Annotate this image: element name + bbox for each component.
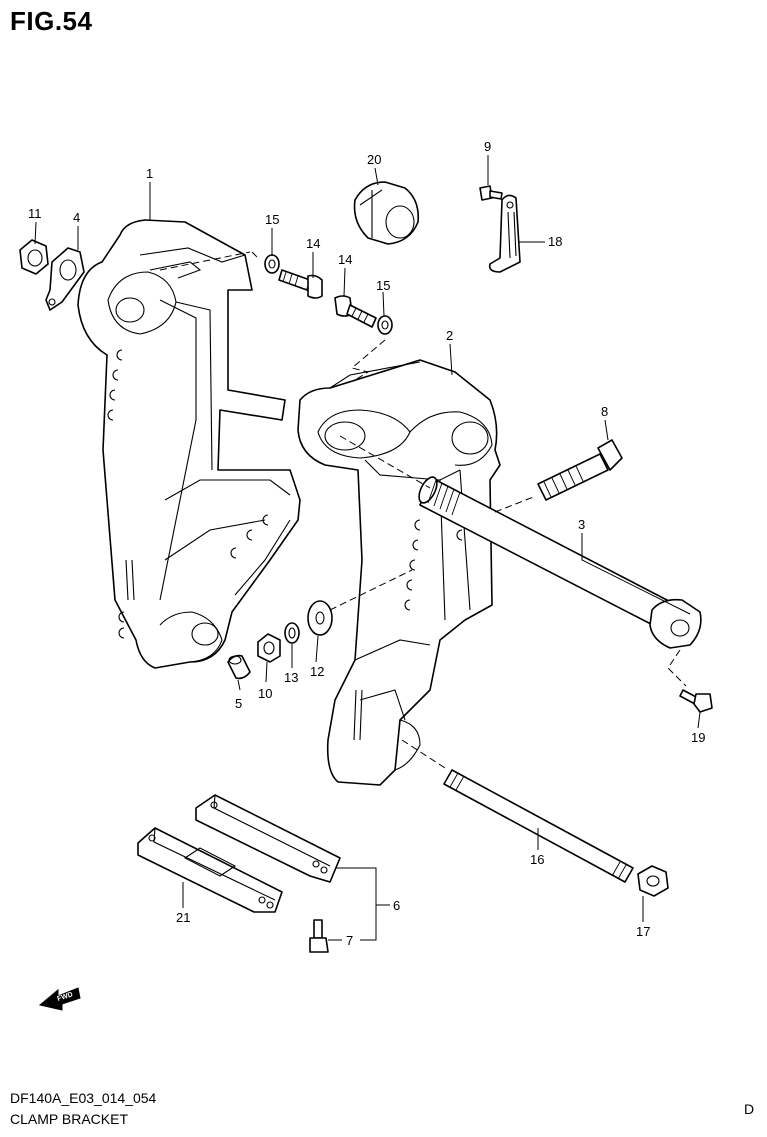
fwd-label: FWD [56, 991, 73, 1003]
clamp-bracket-right[interactable] [297, 359, 501, 786]
callout-labels: 1 2 3 4 5 6 7 8 9 10 11 12 13 14 14 15 1… [28, 139, 705, 948]
callout-10: 10 [258, 686, 272, 701]
corner-mark: D [744, 1101, 755, 1117]
fwd-arrow-icon: FWD [38, 987, 81, 1011]
screw-7[interactable] [309, 919, 329, 953]
callout-13: 13 [284, 670, 298, 685]
diagram-code: DF140A_E03_014_054 [10, 1090, 157, 1106]
callout-21: 21 [176, 910, 190, 925]
bolt-14-lower[interactable] [334, 295, 377, 328]
callout-15-lower: 15 [376, 278, 390, 293]
nut-10[interactable] [257, 633, 281, 663]
clip-18[interactable] [488, 194, 521, 273]
callout-12: 12 [310, 664, 324, 679]
assembly-line-19 [667, 649, 687, 687]
assembly-line-pin [339, 435, 431, 489]
callout-14-upper: 14 [306, 236, 320, 251]
callout-7: 7 [346, 933, 353, 948]
callout-18: 18 [548, 234, 562, 249]
callout-1: 1 [146, 166, 153, 181]
bolt-14-upper[interactable] [278, 269, 323, 299]
callout-3: 3 [578, 517, 585, 532]
callout-15-upper: 15 [265, 212, 279, 227]
clamp-plate-21[interactable] [137, 827, 283, 913]
figure-title: FIG.54 [10, 6, 93, 36]
callout-14-lower: 14 [338, 252, 352, 267]
callout-8: 8 [601, 404, 608, 419]
callout-19: 19 [691, 730, 705, 745]
callout-20: 20 [367, 152, 381, 167]
assembly-line-bolt8 [494, 495, 537, 513]
diagram-name: CLAMP BRACKET [10, 1111, 128, 1127]
flange-bolt-19[interactable] [679, 689, 713, 713]
leader-lines [34, 155, 701, 941]
washer-12[interactable] [307, 600, 333, 636]
callout-2: 2 [446, 328, 453, 343]
lower-through-bolt[interactable] [443, 769, 634, 883]
washer-15-upper[interactable] [264, 254, 280, 274]
washer-13[interactable] [284, 622, 300, 644]
long-bolt[interactable] [537, 439, 623, 501]
callout-5: 5 [235, 696, 242, 711]
clamp-bracket-left[interactable] [77, 219, 301, 669]
small-bolt-9[interactable] [479, 185, 503, 201]
cap-nut-20[interactable] [353, 181, 420, 245]
callout-17: 17 [636, 924, 650, 939]
callout-16: 16 [530, 852, 544, 867]
clamp-plate-6[interactable] [195, 794, 341, 883]
lower-nut[interactable] [637, 865, 669, 897]
nut-11[interactable] [19, 239, 49, 275]
assembly-line-lower [401, 739, 446, 769]
callout-4: 4 [73, 210, 80, 225]
assembly-line-upper [159, 251, 259, 271]
tilt-pin[interactable] [415, 474, 702, 649]
assembly-line-washer [329, 569, 413, 611]
washer-15-lower[interactable] [377, 315, 393, 335]
callout-9: 9 [484, 139, 491, 154]
callout-6: 6 [393, 898, 400, 913]
callout-11: 11 [28, 206, 42, 221]
collar-5[interactable] [227, 654, 251, 680]
assembly-line-14-15 [350, 339, 386, 381]
plate-4[interactable] [45, 247, 85, 311]
